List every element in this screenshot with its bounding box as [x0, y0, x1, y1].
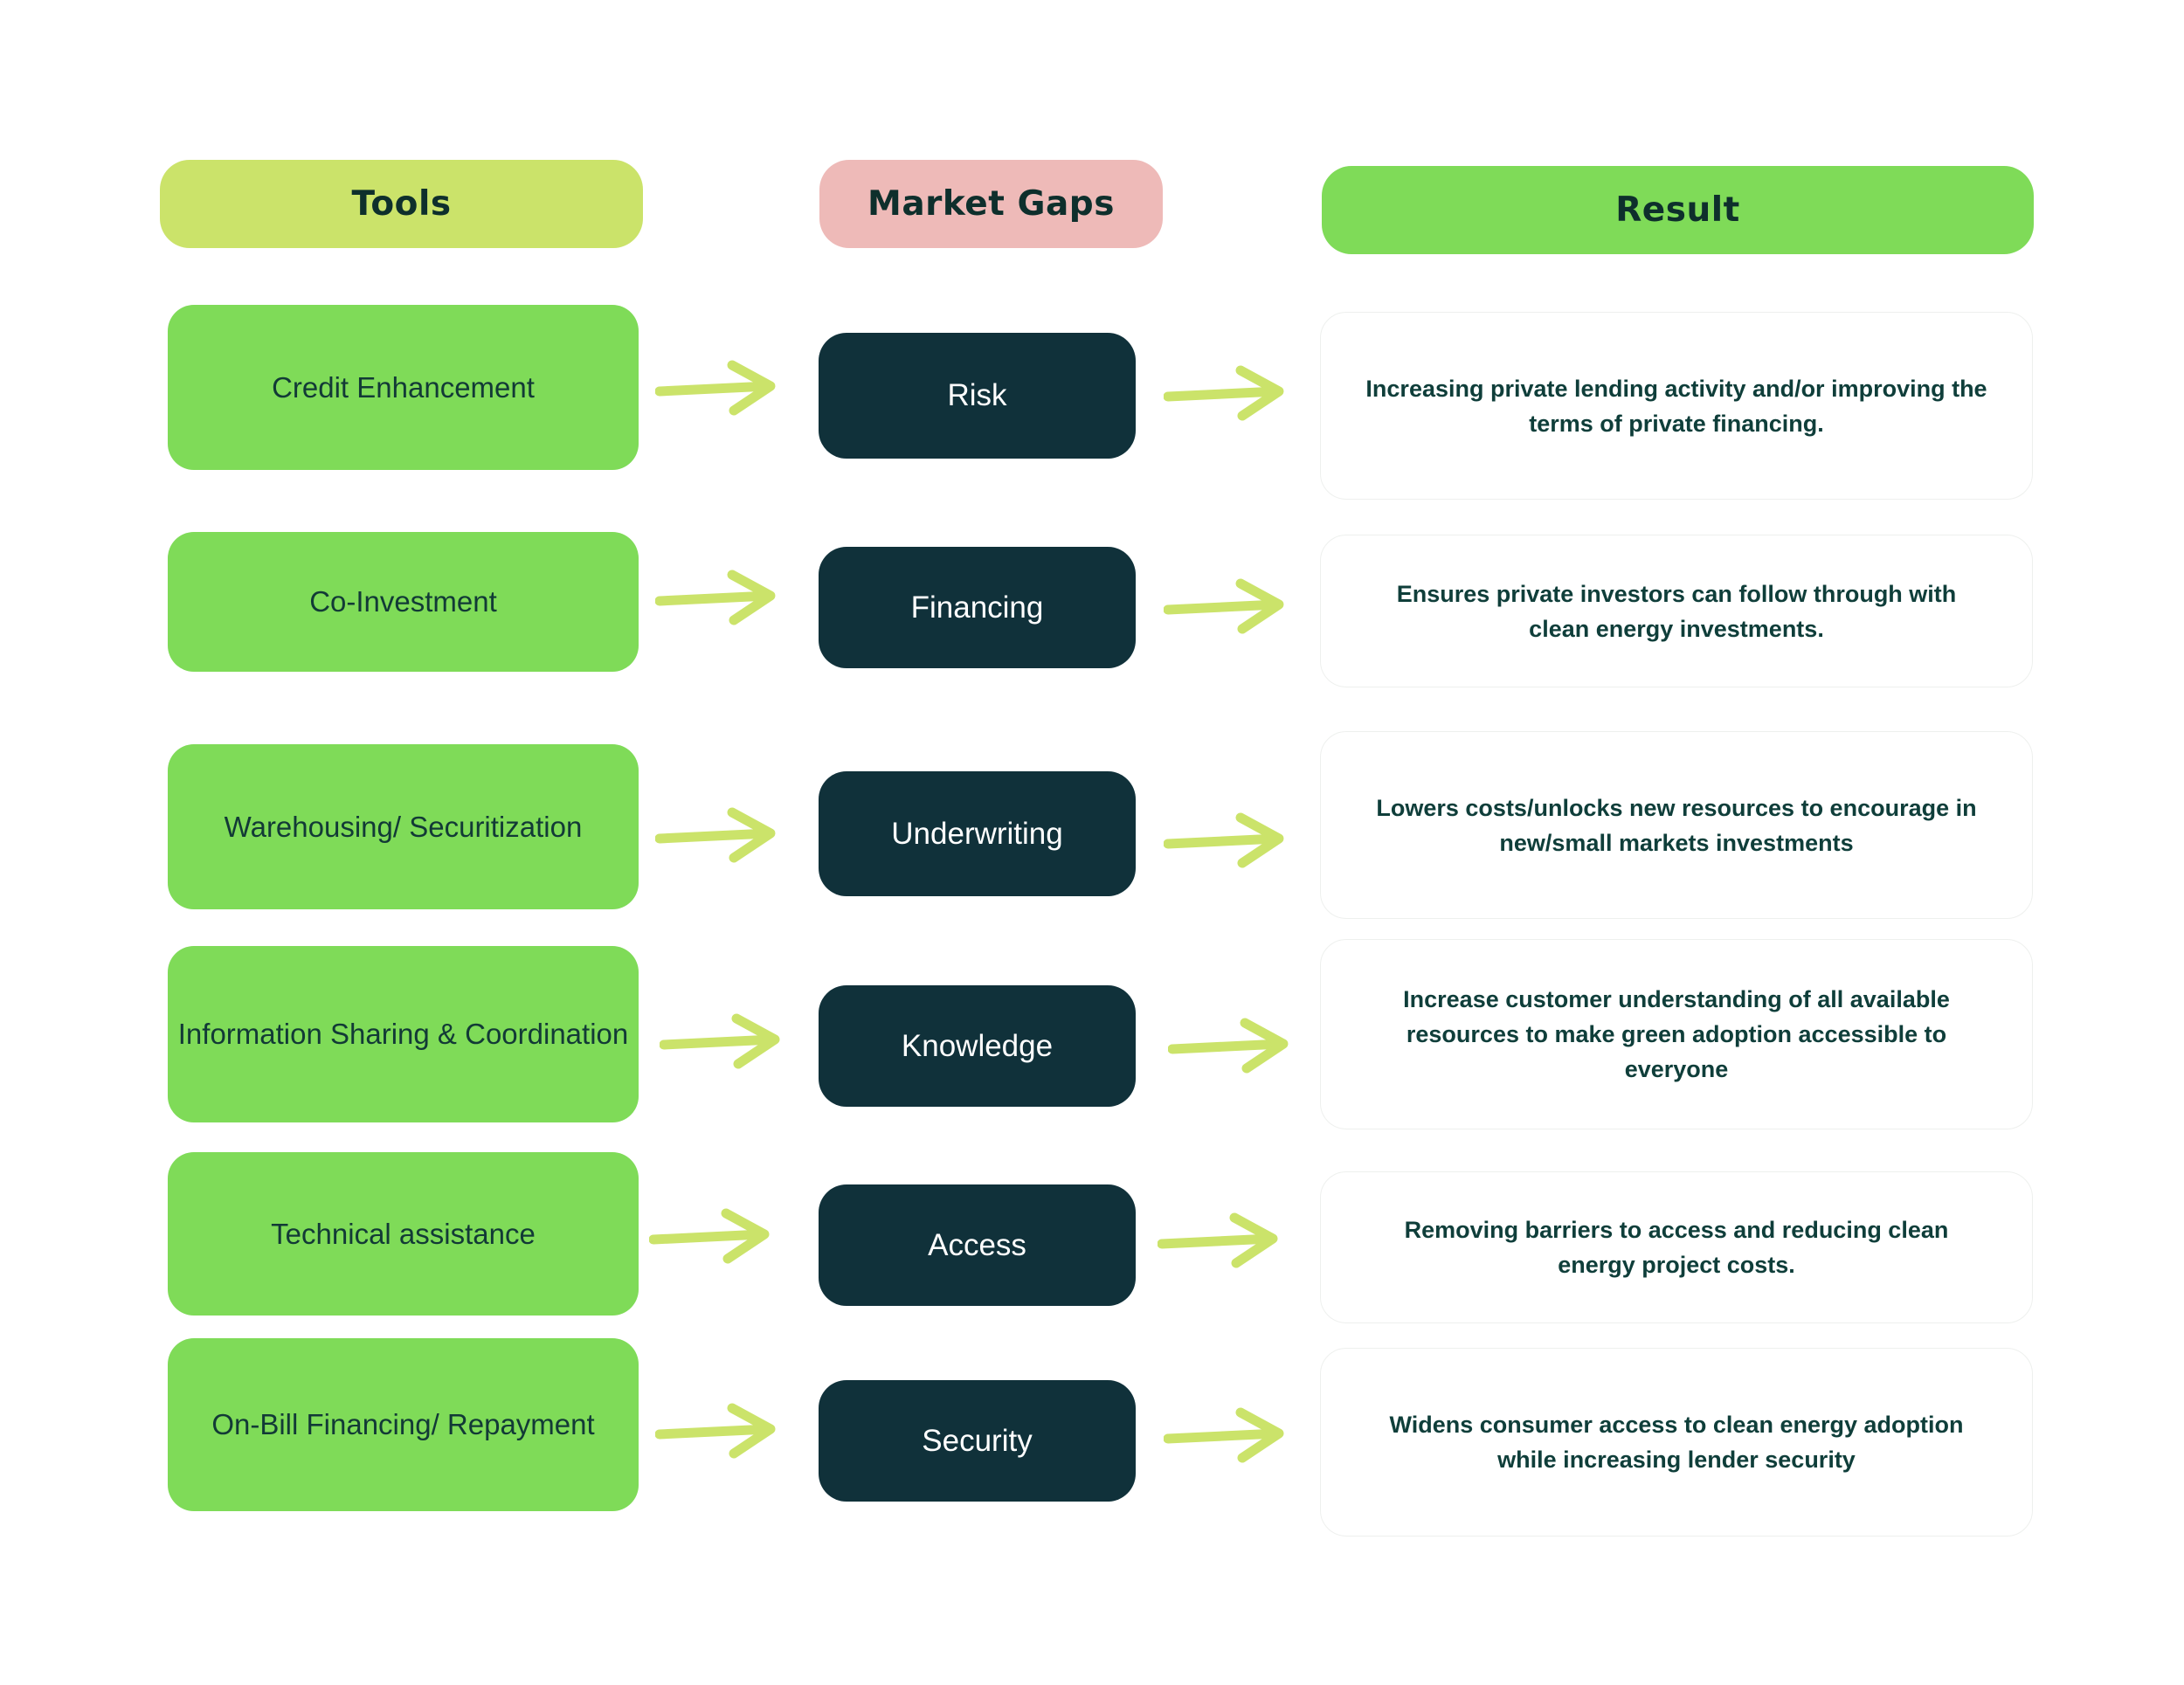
result-box: Increasing private lending activity and/…: [1320, 312, 2033, 500]
arrow-right-icon: [655, 1401, 782, 1462]
gap-knowledge: Knowledge: [819, 985, 1136, 1107]
arrow-right-icon: [655, 568, 782, 629]
gap-risk: Risk: [819, 333, 1136, 459]
result-header: Result: [1322, 166, 2034, 254]
arrow-right-icon: [1158, 1211, 1284, 1272]
arrow-right-icon: [1164, 363, 1290, 425]
result-box: Widens consumer access to clean energy a…: [1320, 1348, 2033, 1537]
market-gaps-header: Market Gaps: [819, 160, 1163, 248]
result-box: Lowers costs/unlocks new resources to en…: [1320, 731, 2033, 919]
tool-co-investment: Co-Investment: [168, 532, 639, 672]
arrow-right-icon: [655, 358, 782, 419]
arrow-right-icon: [655, 805, 782, 867]
arrow-right-icon: [1164, 577, 1290, 638]
arrow-right-icon: [660, 1012, 786, 1073]
gap-underwriting: Underwriting: [819, 771, 1136, 896]
tool-on-bill-financing: On-Bill Financing/ Repayment: [168, 1338, 639, 1511]
gap-access: Access: [819, 1184, 1136, 1306]
result-box: Removing barriers to access and reducing…: [1320, 1171, 2033, 1323]
arrow-right-icon: [1164, 1405, 1290, 1467]
arrow-right-icon: [649, 1206, 776, 1267]
arrow-right-icon: [1164, 811, 1290, 872]
tools-header: Tools: [160, 160, 643, 248]
gap-security: Security: [819, 1380, 1136, 1502]
tool-technical-assistance: Technical assistance: [168, 1152, 639, 1316]
tool-warehousing-securitization: Warehousing/ Securitization: [168, 744, 639, 909]
tool-credit-enhancement: Credit Enhancement: [168, 305, 639, 470]
result-box: Increase customer understanding of all a…: [1320, 939, 2033, 1129]
arrow-right-icon: [1168, 1016, 1295, 1077]
tool-information-sharing: Information Sharing & Coordination: [168, 946, 639, 1122]
gap-financing: Financing: [819, 547, 1136, 668]
result-box: Ensures private investors can follow thr…: [1320, 535, 2033, 687]
